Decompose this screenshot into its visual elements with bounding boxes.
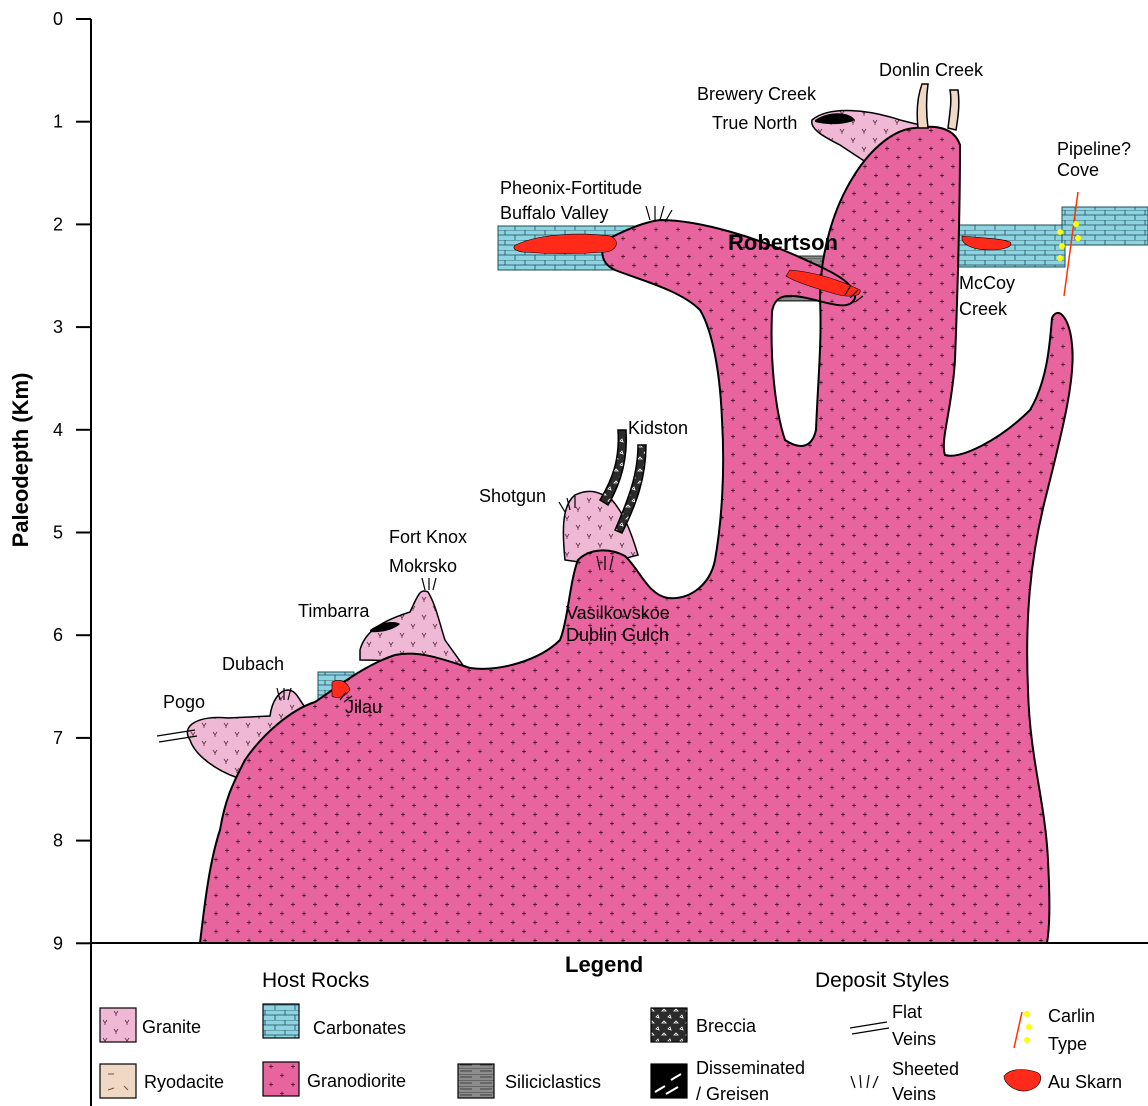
- label-jilau: Jilau: [345, 697, 382, 717]
- y-tick-label: 0: [53, 9, 63, 29]
- legend-flat-veins-swatch: [850, 1022, 889, 1034]
- legend-siliciclastics-swatch: [458, 1064, 494, 1098]
- label-dublin-gulch: Dublin Gulch: [566, 625, 669, 645]
- legend-flat-label-2: Veins: [892, 1029, 936, 1049]
- label-mccoy: McCoy: [959, 273, 1015, 293]
- legend-granodiorite-swatch: [263, 1062, 299, 1096]
- label-dubach: Dubach: [222, 654, 284, 674]
- granodiorite-body: [200, 127, 1073, 943]
- legend-carlin-swatch: [1014, 1011, 1032, 1048]
- legend-carbonates-label: Carbonates: [313, 1018, 406, 1038]
- label-robertson: Robertson: [728, 230, 838, 255]
- label-mokrsko: Mokrsko: [389, 556, 457, 576]
- y-tick-label: 7: [53, 728, 63, 748]
- y-tick-label: 9: [53, 933, 63, 953]
- label-timbarra: Timbarra: [298, 601, 370, 621]
- label-donlin-creek: Donlin Creek: [879, 60, 984, 80]
- y-axis-title: Paleodepth (Km): [8, 373, 33, 548]
- y-tick-label: 3: [53, 317, 63, 337]
- legend-ryodacite-swatch: [100, 1064, 136, 1098]
- label-cove: Cove: [1057, 160, 1099, 180]
- legend-au-skarn-label: Au Skarn: [1048, 1072, 1122, 1092]
- y-axis: 0 1 2 3 4 5 6 7 8 9 Paleodepth (Km): [8, 9, 91, 1106]
- label-pipeline: Pipeline?: [1057, 139, 1131, 159]
- y-tick-label: 4: [53, 420, 63, 440]
- label-pheonix: Pheonix-Fortitude: [500, 178, 642, 198]
- legend-sheeted-label-2: Veins: [892, 1084, 936, 1104]
- legend-sheeted-veins-swatch: [851, 1075, 878, 1088]
- legend-breccia-label: Breccia: [696, 1016, 757, 1036]
- legend-disseminated-swatch: [651, 1064, 687, 1098]
- y-tick-label: 2: [53, 214, 63, 234]
- label-kidston: Kidston: [628, 418, 688, 438]
- label-buffalo-valley: Buffalo Valley: [500, 203, 608, 223]
- label-fort-knox: Fort Knox: [389, 527, 467, 547]
- label-vasilkovskoe: Vasilkovskoe: [566, 603, 670, 623]
- legend-siliciclastics-label: Siliciclastics: [505, 1072, 601, 1092]
- legend-granite-swatch: [100, 1008, 136, 1042]
- legend-ryodacite-label: Ryodacite: [144, 1072, 224, 1092]
- y-tick-label: 5: [53, 523, 63, 543]
- legend-carlin-label-1: Carlin: [1048, 1006, 1095, 1026]
- legend-breccia-swatch: [651, 1008, 687, 1042]
- legend-carbonates-swatch: [263, 1004, 299, 1038]
- legend-granodiorite-label: Granodiorite: [307, 1071, 406, 1091]
- legend-carlin-label-2: Type: [1048, 1034, 1087, 1054]
- y-tick-label: 6: [53, 625, 63, 645]
- legend-flat-label-1: Flat: [892, 1002, 922, 1022]
- label-shotgun: Shotgun: [479, 486, 546, 506]
- legend-granite-label: Granite: [142, 1017, 201, 1037]
- legend: Legend Host Rocks Deposit Styles Granite…: [91, 943, 1148, 1104]
- legend-title: Legend: [565, 952, 643, 977]
- legend-sheeted-label-1: Sheeted: [892, 1059, 959, 1079]
- y-tick-label: 1: [53, 112, 63, 132]
- label-true-north: True North: [712, 113, 797, 133]
- legend-disseminated-label-1: Disseminated: [696, 1058, 805, 1078]
- legend-host-rocks-title: Host Rocks: [262, 969, 369, 992]
- legend-disseminated-label-2: / Greisen: [696, 1084, 769, 1104]
- label-brewery-creek: Brewery Creek: [697, 84, 817, 104]
- label-pogo: Pogo: [163, 692, 205, 712]
- legend-deposit-styles-title: Deposit Styles: [815, 969, 949, 992]
- y-tick-label: 8: [53, 831, 63, 851]
- donlin-dikes: [917, 84, 959, 130]
- legend-au-skarn-swatch: [1004, 1070, 1041, 1092]
- label-creek: Creek: [959, 299, 1008, 319]
